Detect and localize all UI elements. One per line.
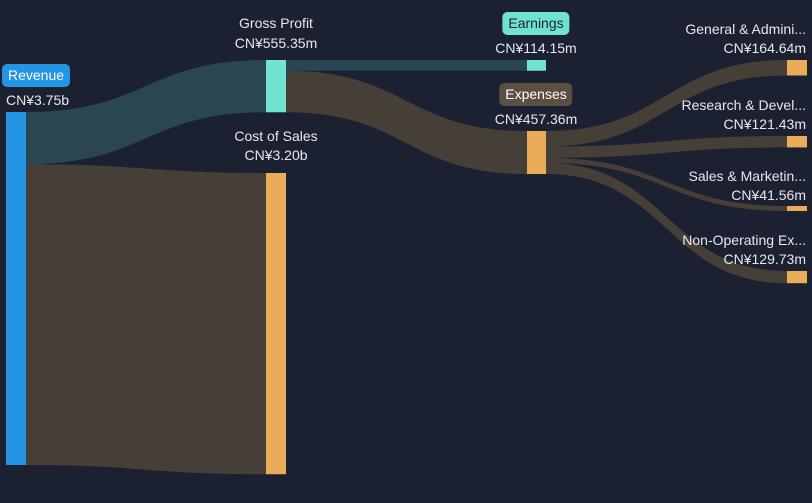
earnings-name-pill: Earnings (502, 12, 570, 35)
general-admin-name-label: General & Admini... (685, 21, 806, 37)
research-dev-value-label: CN¥121.43m (723, 116, 807, 132)
expenses-name-pill: Expenses (499, 83, 573, 106)
node-sales-marketing (787, 206, 807, 211)
link-expenses-to-research-dev (546, 136, 787, 158)
non-operating-name-label: Non-Operating Ex... (682, 232, 806, 248)
link-expenses-to-general-admin (546, 60, 787, 147)
node-cost-of-sales (266, 173, 286, 475)
general-admin-value-label: CN¥164.64m (723, 40, 807, 56)
node-earnings (527, 60, 546, 71)
link-revenue-to-cost-of-sales (26, 164, 266, 475)
node-expenses (527, 131, 546, 175)
sales-marketing-value-label: CN¥41.56m (731, 187, 806, 203)
earnings-value-label: CN¥114.15m (495, 40, 577, 56)
gross-profit-value-label: CN¥555.35m (234, 35, 318, 51)
link-group (26, 60, 787, 475)
expenses-value-label: CN¥457.36m (494, 111, 578, 127)
node-non-operating (787, 271, 807, 284)
link-gross-profit-to-earnings (286, 60, 527, 71)
sales-marketing-name-label: Sales & Marketin... (688, 168, 807, 184)
node-group (6, 60, 807, 475)
revenue-value-label: CN¥3.75b (6, 92, 70, 108)
revenue-name-pill: Revenue (2, 64, 71, 87)
node-gross-profit (266, 60, 286, 113)
cost-of-sales-value-label: CN¥3.20b (244, 147, 308, 163)
non-operating-value-label: CN¥129.73m (723, 251, 807, 267)
link-gross-profit-to-expenses (286, 70, 527, 175)
research-dev-name-label: Research & Devel... (681, 97, 807, 113)
node-research-dev (787, 136, 807, 148)
node-revenue (6, 112, 26, 465)
cost-of-sales-name-label: Cost of Sales (234, 128, 318, 144)
link-expenses-to-non-operating (546, 162, 787, 284)
link-expenses-to-sales-marketing (546, 157, 787, 211)
gross-profit-name-label: Gross Profit (239, 15, 313, 31)
node-general-admin (787, 60, 807, 76)
link-revenue-to-gross-profit (26, 60, 266, 165)
